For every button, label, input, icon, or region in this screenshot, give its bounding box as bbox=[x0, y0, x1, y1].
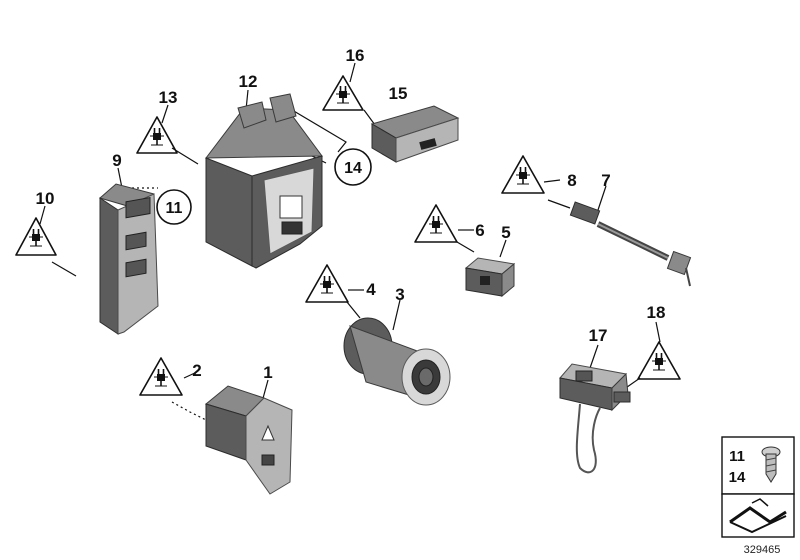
warning-icon-4 bbox=[305, 264, 349, 303]
part-12-console-housing bbox=[204, 93, 323, 269]
callout-1: 1 bbox=[263, 363, 272, 382]
warning-icon-18 bbox=[637, 341, 681, 380]
screw-icon bbox=[761, 446, 781, 483]
callout-9: 9 bbox=[112, 151, 121, 170]
part-5-small-switch bbox=[464, 257, 516, 298]
circled-callout-11-label: 11 bbox=[166, 200, 183, 217]
legend-line-1: 11 bbox=[729, 448, 745, 465]
part-9-switch-panel bbox=[98, 183, 159, 335]
legend-line-2: 14 bbox=[729, 469, 746, 486]
callout-13: 13 bbox=[159, 88, 178, 107]
reference-number: 329465 bbox=[744, 544, 781, 556]
callout-8: 8 bbox=[567, 171, 576, 190]
callout-4: 4 bbox=[366, 280, 376, 299]
warning-icon-10 bbox=[15, 217, 57, 256]
callout-10: 10 bbox=[36, 189, 55, 208]
callout-15: 15 bbox=[389, 84, 408, 103]
part-15-switch bbox=[370, 105, 460, 163]
part-7-wire-cable bbox=[569, 201, 692, 287]
part-1-hazard-switch bbox=[204, 385, 293, 495]
circled-callout-14: 14 bbox=[334, 148, 372, 186]
open-box-icon bbox=[729, 498, 787, 534]
legend-box: 11 14 bbox=[721, 436, 795, 538]
warning-icon-6 bbox=[414, 204, 458, 243]
callout-2: 2 bbox=[192, 361, 201, 380]
warning-icon-8 bbox=[501, 155, 545, 194]
callout-5: 5 bbox=[501, 223, 510, 242]
warning-icon-13 bbox=[136, 116, 178, 154]
warning-icon-2 bbox=[139, 357, 183, 396]
warning-icon-16 bbox=[322, 75, 364, 111]
circled-callout-14-label: 14 bbox=[344, 160, 362, 177]
part-3-ignition-switch bbox=[343, 317, 451, 406]
callout-18: 18 bbox=[647, 303, 666, 322]
callout-16: 16 bbox=[346, 46, 365, 65]
callout-7: 7 bbox=[601, 171, 610, 190]
callout-numbers: 1 2 3 4 5 6 7 8 9 10 12 13 15 16 17 18 bbox=[36, 46, 666, 382]
callout-12: 12 bbox=[239, 72, 258, 91]
callout-6: 6 bbox=[475, 221, 484, 240]
callout-17: 17 bbox=[589, 326, 608, 345]
part-17-switch-with-wire bbox=[559, 363, 631, 474]
circled-callout-11: 11 bbox=[156, 189, 192, 225]
callout-3: 3 bbox=[395, 285, 404, 304]
